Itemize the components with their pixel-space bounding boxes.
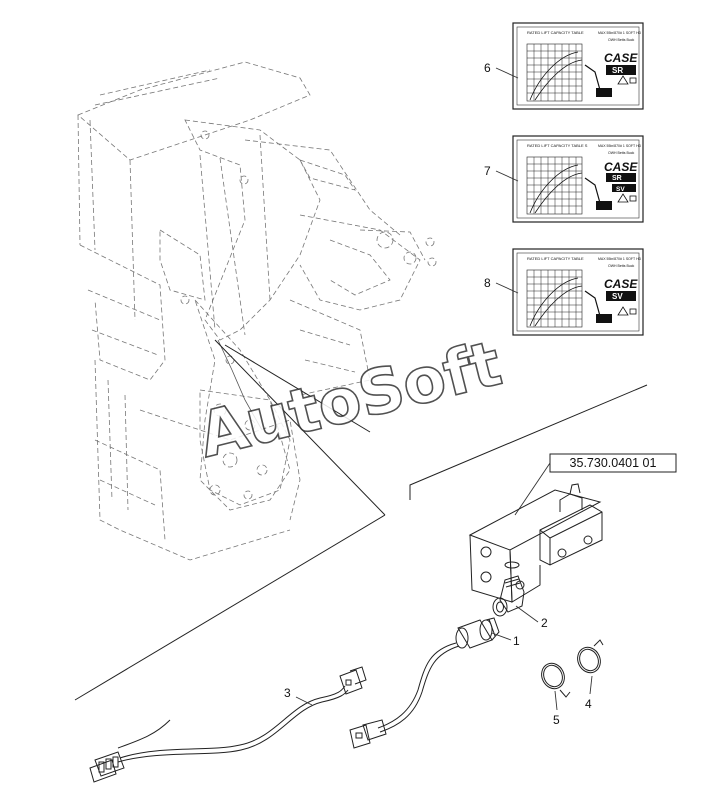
decal-code: MAX 55in/870# 1 SOFT HD: [598, 144, 642, 148]
decal-model: SR: [612, 66, 623, 75]
decal-subtitle: OWH Betts Buck: [608, 38, 635, 42]
view-projection-lines: [74, 339, 648, 701]
hose-clamp-4: [577, 639, 604, 674]
callout-leaders: [295, 67, 593, 711]
callout-2: 2: [541, 616, 548, 630]
decal-code: MAX 55in/870# 1 SOFT HD: [598, 257, 642, 261]
reference-box-label: 35.730.0401 01: [570, 456, 657, 470]
decal-model-secondary: SV: [616, 186, 625, 193]
callout-8: 8: [484, 276, 491, 290]
wire-harness: [89, 666, 367, 783]
lift-capacity-decal-6: RATED LIFT CAPACITY TABLE MAX 55in/870# …: [512, 22, 644, 110]
callout-7: 7: [484, 164, 491, 178]
valve-block: [468, 483, 603, 603]
pressure-switch: [455, 617, 500, 649]
lift-capacity-decal-7: RATED LIFT CAPACITY TABLE S MAX 55in/870…: [512, 135, 644, 223]
skid-steer-loader-frame: [77, 61, 437, 561]
reference-box[interactable]: 35.730.0401 01: [514, 453, 677, 516]
callout-5: 5: [553, 713, 560, 727]
decal-model: SR: [612, 175, 622, 182]
decal-code: MAX 55in/870# 1 SOFT HD: [598, 31, 642, 35]
callout-numbers: 1 2 3 4 5 6 7 8: [284, 61, 592, 727]
decal-title: RATED LIFT CAPACITY TABLE: [527, 30, 584, 35]
hose-clamp-5: [541, 662, 571, 698]
decal-title: RATED LIFT CAPACITY TABLE S: [527, 143, 588, 148]
callout-1: 1: [513, 634, 520, 648]
switch-cable: [349, 642, 460, 749]
decal-brand: CASE: [604, 277, 638, 291]
callout-4: 4: [585, 697, 592, 711]
decal-model: SV: [612, 292, 623, 301]
decal-subtitle: OWH Betts Buck: [608, 151, 635, 155]
decal-title: RATED LIFT CAPACITY TABLE: [527, 256, 584, 261]
lift-capacity-decal-8: RATED LIFT CAPACITY TABLE MAX 55in/870# …: [512, 248, 644, 336]
elbow-fitting: [492, 575, 525, 617]
decal-brand: CASE: [604, 51, 638, 65]
decal-subtitle: OWH Betts Buck: [608, 264, 635, 268]
callout-6: 6: [484, 61, 491, 75]
decal-brand: CASE: [604, 160, 638, 174]
callout-3: 3: [284, 686, 291, 700]
